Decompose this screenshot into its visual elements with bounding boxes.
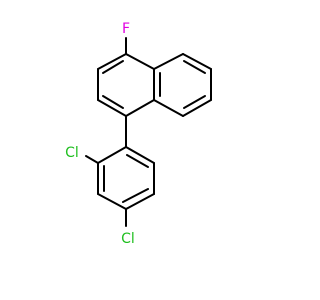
fluorine-atom-label: F	[122, 21, 130, 37]
bond-ring-a-1	[97, 53, 127, 70]
bond-ring-b-4-inner	[183, 95, 206, 109]
molecule-canvas: F Cl Cl	[65, 21, 212, 247]
bond-ring-c-3	[97, 193, 127, 210]
bond-ring-a-3	[97, 99, 127, 117]
bond-ring-b-5	[153, 99, 184, 117]
structure-diagram: F Cl Cl	[65, 21, 212, 247]
bond-c-cl-ortho	[85, 155, 99, 164]
chlorine-ortho-atom-label: Cl	[65, 145, 79, 161]
bond-ring-b-2	[182, 53, 212, 70]
bond-ring-a-4	[125, 99, 155, 117]
chlorine-para-atom-label: Cl	[121, 231, 135, 247]
bond-ring-c-4	[125, 193, 155, 210]
bond-ring-b-1	[153, 53, 184, 70]
bond-ring-c-1	[97, 146, 127, 164]
bond-ring-a-1-inner	[102, 60, 124, 74]
bond-ring-c-6-inner	[126, 154, 149, 168]
bond-ring-a-6	[125, 53, 155, 70]
bond-ring-c-4-inner	[122, 188, 149, 203]
bond-ring-b-2-inner	[183, 60, 206, 74]
bond-ring-a-3-inner	[102, 95, 124, 109]
bond-ring-b-4	[182, 99, 212, 117]
bond-ring-c-6	[125, 146, 155, 164]
